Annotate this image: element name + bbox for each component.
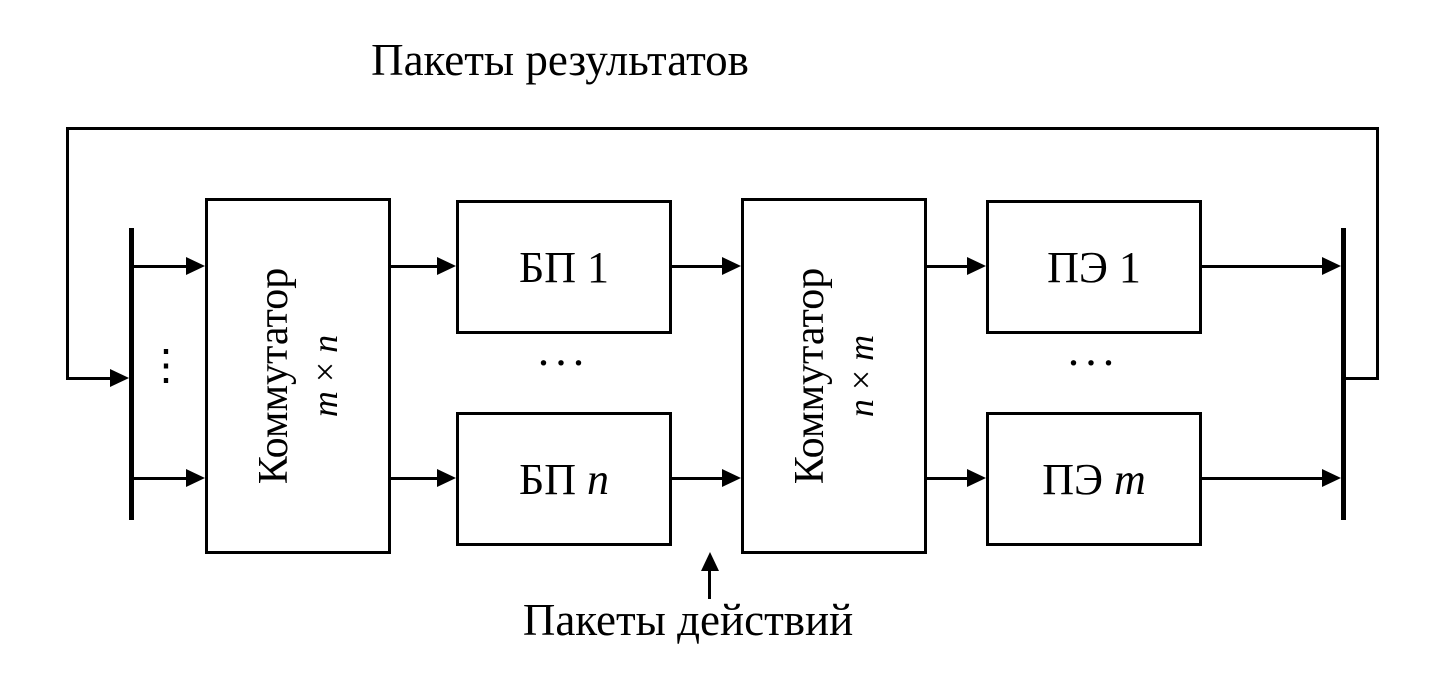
conn-bus-switch1-bottom-arrowhead-icon [186, 469, 205, 487]
feedback-line-right [1376, 127, 1379, 380]
conn-switch2-pe1-arrowhead-icon [967, 257, 986, 275]
switch-nxm-label: Коммутатор n × m [786, 268, 882, 485]
conn-switch2-pem-line [927, 477, 967, 480]
feedback-arrowhead-icon [110, 369, 129, 387]
conn-switch1-bp1-line [391, 265, 437, 268]
conn-switch2-pe1-line [927, 265, 967, 268]
switch-nxm-box: Коммутатор n × m [741, 198, 927, 554]
conn-switch1-bpn-line [391, 477, 437, 480]
input-bus-ellipsis: ⋮ [145, 343, 187, 389]
block-bp-1: БП 1 [456, 200, 672, 334]
switch-mxn-label: Коммутатор m × n [250, 268, 346, 485]
conn-pe1-bar-line [1202, 265, 1322, 268]
switch-mxn-name: Коммутатор [251, 267, 297, 485]
feedback-line-left [66, 127, 69, 380]
switch-mxn-dims: m × n [305, 334, 345, 418]
feedback-line-top [66, 127, 1379, 130]
conn-bp1-switch2-line [672, 265, 722, 268]
conn-bpn-switch2-arrowhead-icon [722, 469, 741, 487]
bp-ellipsis: ... [537, 324, 591, 375]
block-pe-1: ПЭ 1 [986, 200, 1202, 334]
conn-switch1-bpn-arrowhead-icon [437, 469, 456, 487]
input-bus-bar [129, 228, 134, 520]
conn-bpn-switch2-line [672, 477, 722, 480]
conn-switch1-bp1-arrowhead-icon [437, 257, 456, 275]
action-packets-arrow-line [708, 571, 711, 599]
block-pe-m: ПЭ m [986, 412, 1202, 546]
title-results-packets: Пакеты результатов [371, 35, 749, 85]
label-action-packets: Пакеты действий [522, 595, 854, 645]
conn-pem-bar-line [1202, 477, 1322, 480]
block-pe-1-label: ПЭ 1 [1047, 242, 1141, 292]
block-bp-n-label: БП n [518, 454, 610, 504]
conn-bus-switch1-top-line [134, 265, 186, 268]
conn-bus-switch1-top-arrowhead-icon [186, 257, 205, 275]
action-packets-arrowhead-icon [701, 552, 719, 571]
conn-pem-bar-arrowhead-icon [1322, 469, 1341, 487]
switch-nxm-name: Коммутатор [787, 267, 833, 485]
conn-bus-switch1-bottom-line [134, 477, 186, 480]
block-pe-m-label: ПЭ m [1042, 454, 1146, 504]
feedback-stub-left [66, 377, 110, 380]
conn-pe1-bar-arrowhead-icon [1322, 257, 1341, 275]
block-bp-1-label: БП 1 [518, 242, 610, 292]
switch-mxn-box: Коммутатор m × n [205, 198, 391, 554]
conn-switch2-pem-arrowhead-icon [967, 469, 986, 487]
conn-bp1-switch2-arrowhead-icon [722, 257, 741, 275]
feedback-stub-right [1346, 377, 1379, 380]
switch-nxm-dims: n × m [841, 334, 881, 418]
block-bp-n: БП n [456, 412, 672, 546]
output-bus-bar [1341, 228, 1346, 520]
pe-ellipsis: ... [1067, 324, 1121, 375]
